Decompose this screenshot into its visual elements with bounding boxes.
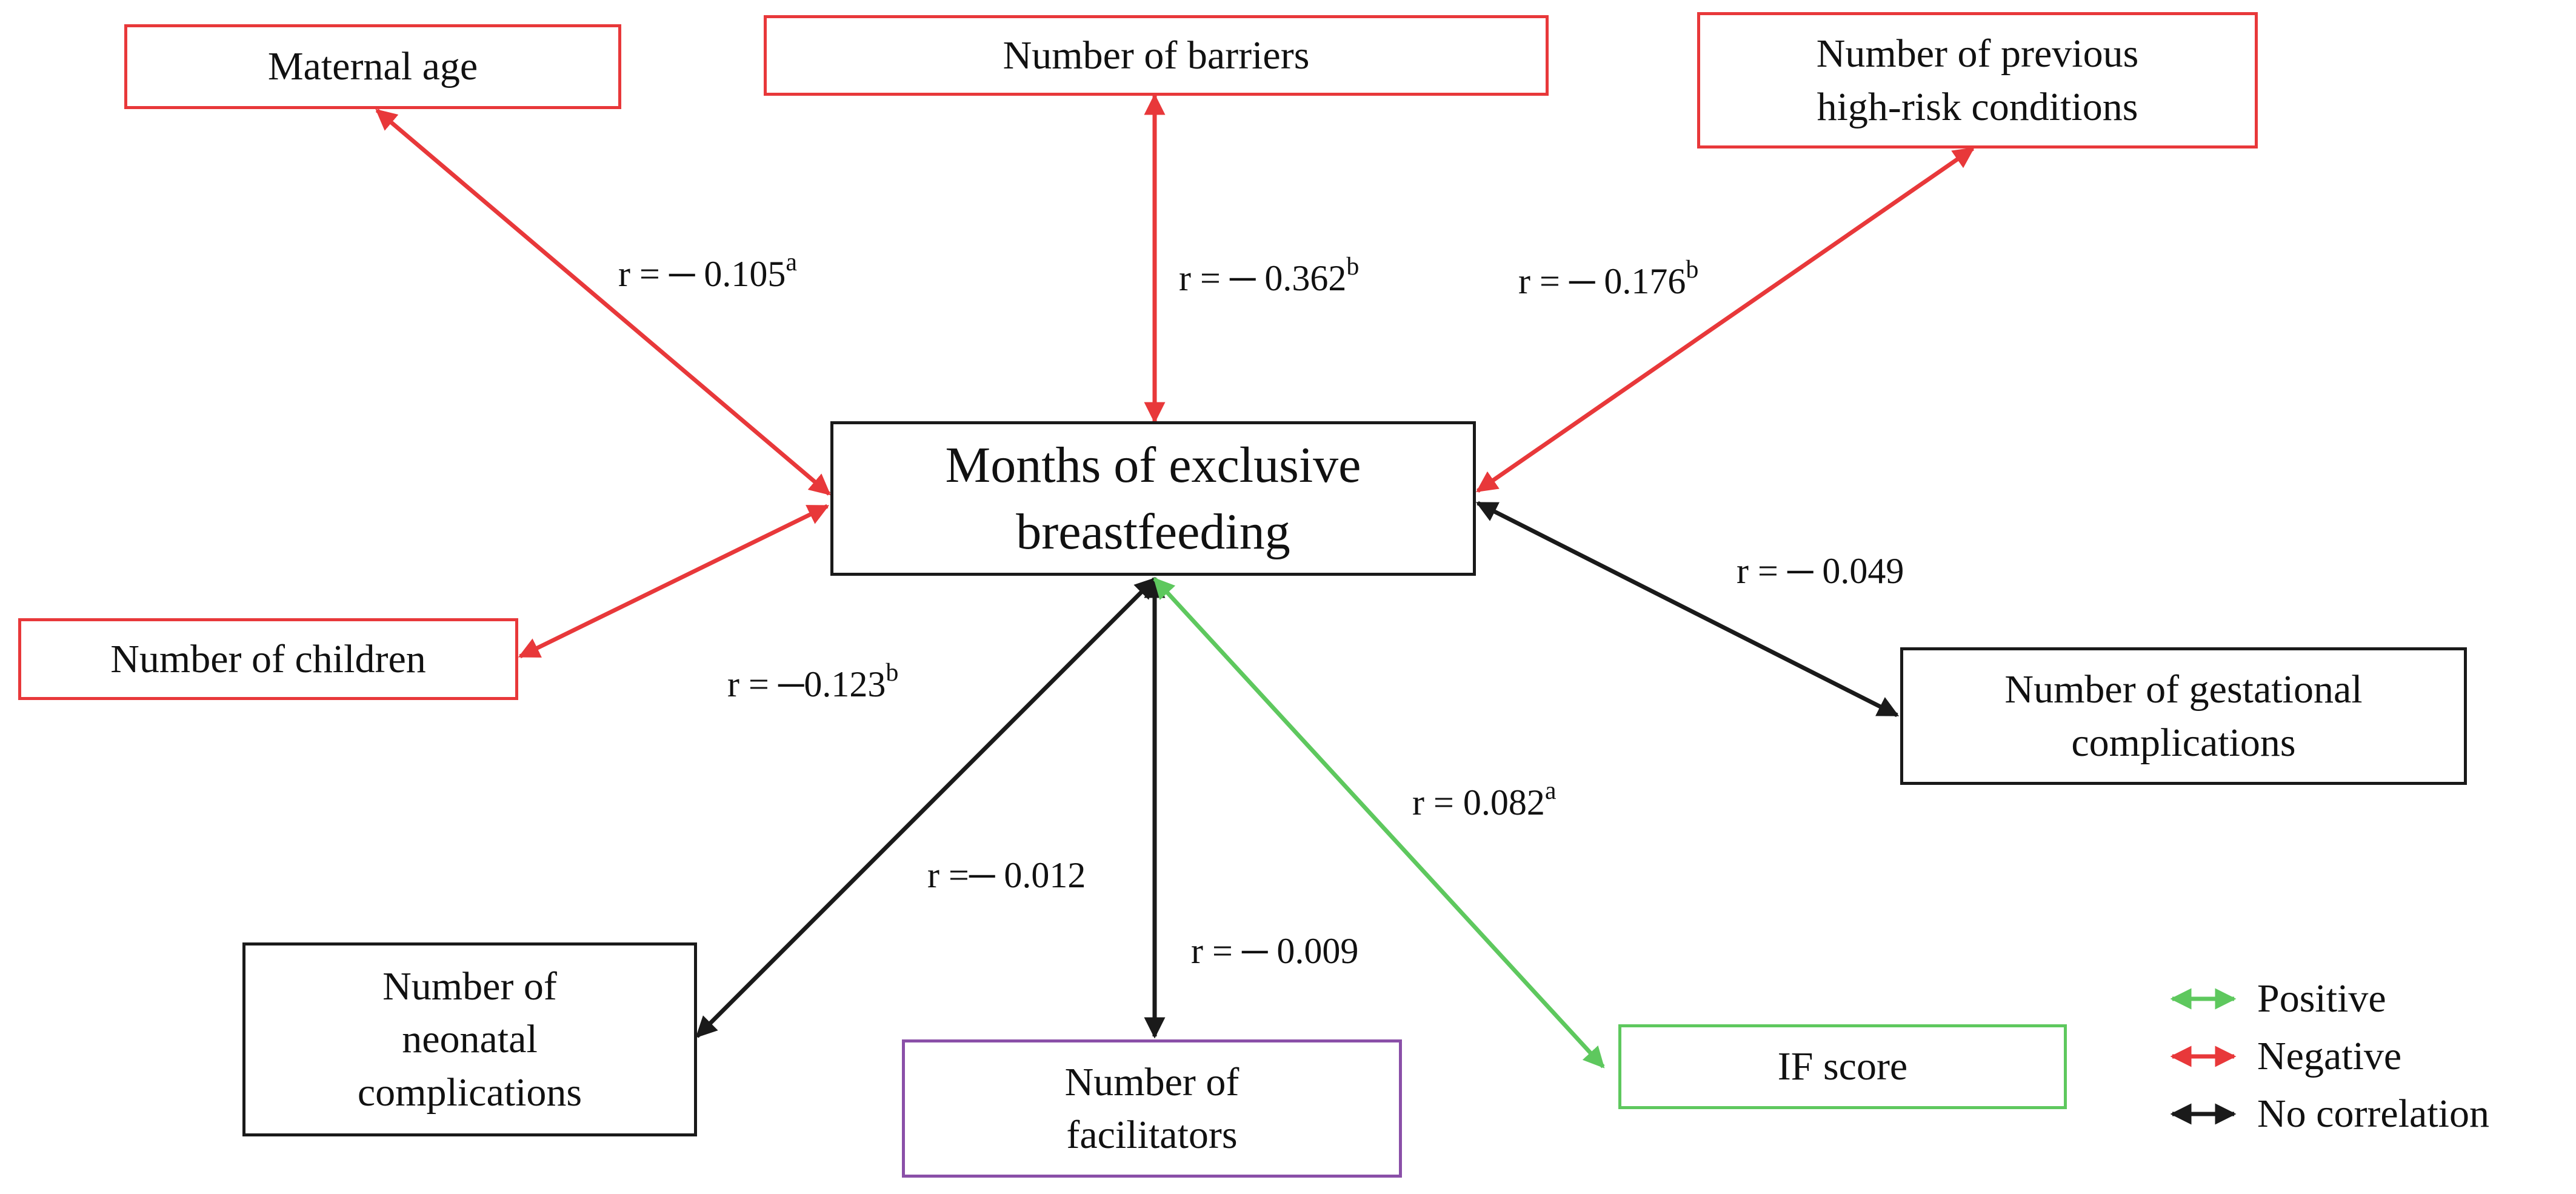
corr-label-neonatal: r =─ 0.012 [927, 855, 1086, 896]
legend-positive-arrow-icon [2170, 988, 2237, 1010]
arrow-maternal-age [375, 108, 831, 496]
node-children-label: Number of children [110, 636, 426, 681]
node-center-line-2: breastfeeding [1016, 503, 1290, 560]
arrow-gestational [1475, 501, 1900, 718]
corr-neonatal-value: r =─ 0.012 [927, 855, 1086, 895]
corr-children-value: r = ─0.123 [727, 664, 886, 704]
corr-label-gestational: r = ─ 0.049 [1737, 550, 1904, 592]
node-high-risk-line-1: Number of previous [1816, 32, 2139, 76]
corr-label-if-score: r = 0.082a [1412, 778, 1556, 824]
corr-barriers-value: r = ─ 0.362 [1179, 258, 1347, 298]
node-neonatal-line-1: Number of [382, 964, 557, 1009]
corr-facilitators-value: r = ─ 0.009 [1191, 931, 1359, 971]
node-maternal-age-label: Maternal age [267, 44, 478, 89]
node-gestational-complications: Number of gestational complications [1900, 647, 2467, 785]
corr-label-high-risk: r = ─ 0.176b [1518, 257, 1698, 302]
corr-label-barriers: r = ─ 0.362b [1179, 254, 1359, 299]
node-neonatal-line-3: complications [357, 1070, 582, 1115]
legend-no-correlation-label: No correlation [2257, 1092, 2490, 1136]
corr-maternal-age-sup: a [786, 248, 797, 276]
arrow-if-score [1153, 577, 1605, 1069]
node-number-of-children: Number of children [18, 618, 518, 700]
legend-negative-label: Negative [2257, 1034, 2402, 1078]
node-barriers-label: Number of barriers [1003, 33, 1310, 78]
node-gestational-line-1: Number of gestational [2004, 667, 2363, 712]
legend-negative-arrow-icon [2170, 1046, 2237, 1067]
node-maternal-age: Maternal age [124, 24, 621, 109]
node-center-line-1: Months of exclusive [945, 437, 1361, 494]
legend-positive-label: Positive [2257, 976, 2386, 1021]
corr-gestational-value: r = ─ 0.049 [1737, 551, 1904, 591]
legend-positive: Positive [2164, 976, 2386, 1022]
node-neonatal-line-2: neonatal [402, 1017, 538, 1062]
corr-high-risk-sup: b [1686, 256, 1699, 284]
corr-label-facilitators: r = ─ 0.009 [1191, 930, 1358, 972]
node-number-of-barriers: Number of barriers [764, 15, 1549, 96]
node-number-of-facilitators: Number of facilitators [902, 1039, 1402, 1178]
legend-negative: Negative [2164, 1033, 2401, 1079]
node-if-score-label: IF score [1777, 1044, 1908, 1089]
node-high-risk-line-2: high-risk conditions [1817, 84, 2138, 129]
corr-label-children: r = ─0.123b [727, 660, 898, 705]
node-months-exclusive-breastfeeding: Months of exclusive breastfeeding [830, 421, 1476, 576]
arrow-children [518, 504, 830, 659]
arrow-neonatal [695, 577, 1156, 1038]
legend-no-correlation: No correlation [2164, 1091, 2489, 1137]
node-gestational-line-2: complications [2071, 720, 2296, 765]
corr-label-maternal-age: r = ─ 0.105a [618, 250, 797, 295]
corr-if-score-value: r = 0.082 [1412, 782, 1545, 822]
node-previous-high-risk-conditions: Number of previous high-risk conditions [1697, 12, 2258, 148]
arrow-high-risk [1476, 147, 1975, 493]
node-neonatal-complications: Number of neonatal complications [242, 942, 697, 1136]
corr-if-score-sup: a [1544, 777, 1557, 805]
node-facilitators-line-1: Number of [1064, 1059, 1240, 1104]
corr-barriers-sup: b [1346, 253, 1360, 281]
node-if-score: IF score [1618, 1024, 2067, 1109]
corr-maternal-age-value: r = ─ 0.105 [618, 254, 786, 294]
node-facilitators-line-2: facilitators [1066, 1113, 1238, 1157]
legend-no-correlation-arrow-icon [2170, 1103, 2237, 1125]
corr-children-sup: b [886, 659, 899, 687]
corr-high-risk-value: r = ─ 0.176 [1518, 261, 1686, 301]
